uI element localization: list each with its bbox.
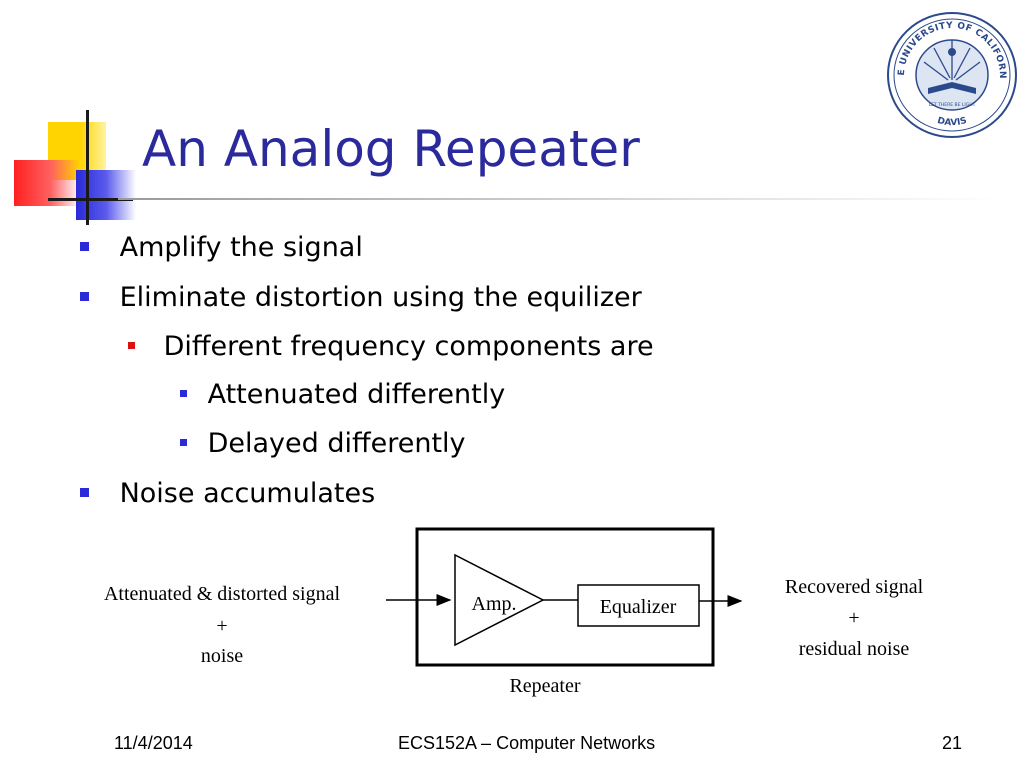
repeater-caption: Repeater: [509, 675, 580, 697]
bullet-marker: [80, 242, 89, 251]
footer-date: 11/4/2014: [114, 733, 193, 753]
decorative-blue-square: [76, 170, 136, 220]
bullet-item: Eliminate distortion using the equilizer: [80, 282, 642, 314]
bullet-item: Amplify the signal: [80, 232, 363, 264]
input-plus-label: +: [216, 615, 227, 637]
bullet-text: Attenuated differently: [207, 379, 506, 410]
equalizer-box: [577, 584, 700, 627]
footer-course: ECS152A – Computer Networks: [398, 733, 656, 753]
university-seal-logo: THE UNIVERSITY OF CALIFORNIA DAVIS LET T…: [884, 10, 1017, 138]
decorative-vertical-line: [86, 110, 89, 225]
amplifier-triangle: [454, 553, 545, 647]
title-underline-rule: [118, 198, 998, 200]
bullet-text: Eliminate distortion using the equilizer: [119, 282, 642, 313]
amp-label: Amp.: [472, 593, 517, 615]
footer-page-number: 21: [942, 733, 963, 753]
book-icon: [928, 82, 976, 94]
bullet-text: Different frequency components are: [163, 331, 654, 362]
bullet-text: Amplify the signal: [119, 232, 363, 263]
equalizer-label: Equalizer: [600, 596, 677, 618]
sub-bullet-item: Different frequency components are: [128, 331, 654, 363]
star-icon: [923, 40, 981, 81]
slide-title: An Analog Repeater: [142, 120, 640, 178]
seal-motto: LET THERE BE LIGHT: [929, 102, 976, 108]
input-noise-label: noise: [201, 645, 243, 667]
repeater-diagram: Attenuated & distorted signal + noise Am…: [104, 527, 924, 697]
output-signal-label: Recovered signal: [785, 576, 924, 598]
repeater-box: [415, 527, 715, 667]
input-signal-label: Attenuated & distorted signal: [104, 583, 341, 605]
bullet-item: Noise accumulates: [80, 478, 375, 510]
bullet-marker: [128, 342, 135, 349]
output-noise-label: residual noise: [799, 638, 910, 660]
bullet-marker: [80, 488, 89, 497]
output-plus-label: +: [848, 607, 859, 629]
sub-sub-bullet-item: Delayed differently: [180, 428, 466, 460]
bullet-text: Noise accumulates: [119, 478, 376, 509]
sub-sub-bullet-item: Attenuated differently: [180, 379, 505, 411]
bullet-text: Delayed differently: [207, 428, 466, 459]
bullet-marker: [80, 292, 89, 301]
bullet-marker: [180, 439, 187, 446]
bullet-marker: [180, 390, 187, 397]
decorative-horizontal-line: [48, 198, 133, 201]
